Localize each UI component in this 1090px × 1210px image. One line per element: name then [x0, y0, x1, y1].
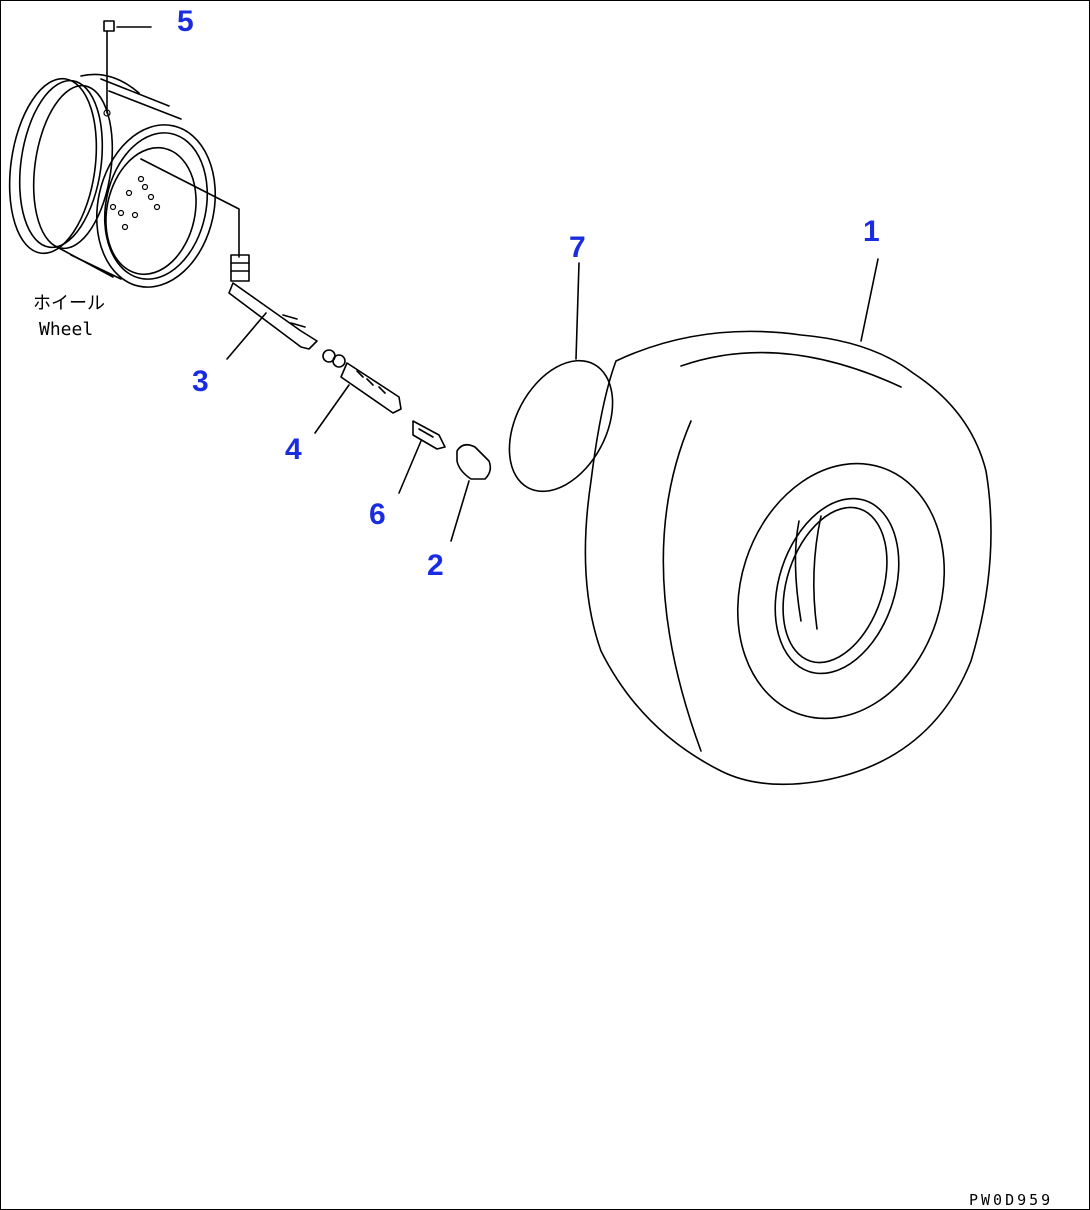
wheel-bolt-holes	[109, 175, 161, 231]
part-2-cap	[450, 443, 492, 542]
callout-2: 2	[427, 549, 444, 582]
part-5-plug	[103, 20, 152, 114]
wheel-label-english: Wheel	[39, 319, 93, 340]
callout-1: 1	[863, 215, 880, 248]
callout-6: 6	[369, 498, 386, 531]
callout-4: 4	[285, 433, 302, 466]
callout-3: 3	[192, 365, 209, 398]
wheel-rim	[8, 73, 217, 288]
part-3-valve-stem	[140, 158, 318, 360]
part-7-o-ring	[508, 262, 614, 493]
wheel-label-japanese: ホイール	[33, 293, 105, 314]
part-1-tire	[584, 258, 992, 786]
callout-5: 5	[177, 5, 194, 38]
drawing-code: PW0D959	[969, 1191, 1053, 1209]
part-6-adapter	[398, 420, 446, 494]
callout-7: 7	[569, 231, 586, 264]
part-4-valve-core	[314, 349, 402, 434]
